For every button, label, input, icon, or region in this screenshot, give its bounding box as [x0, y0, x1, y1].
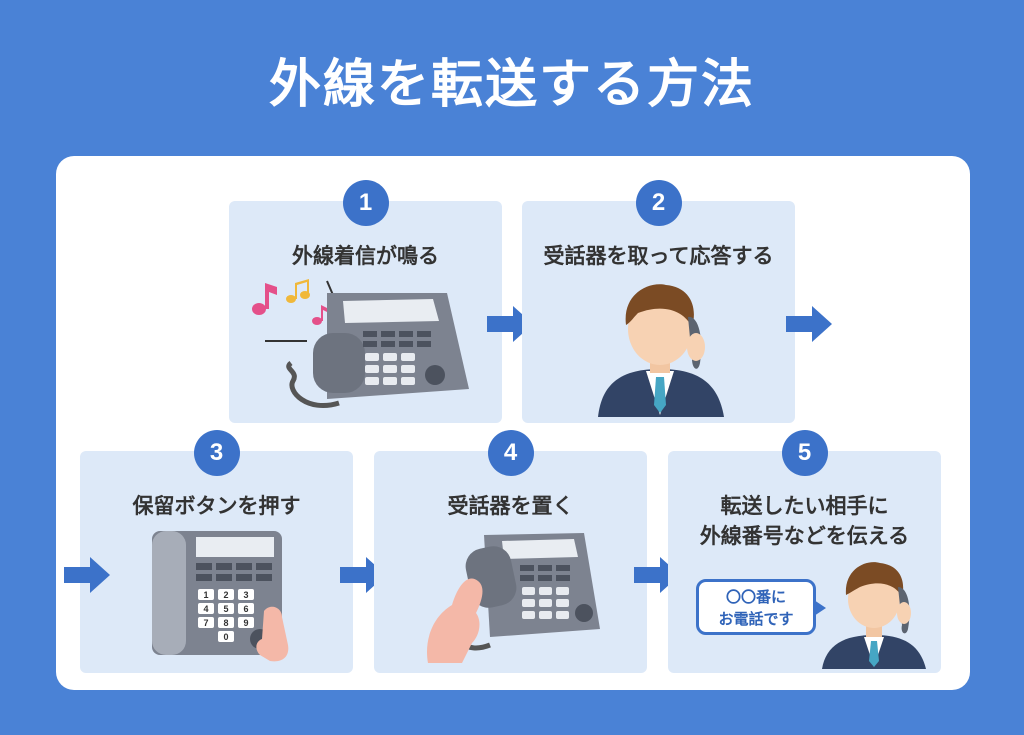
keypad-digit: 1 [203, 590, 208, 600]
step-label: 受話器を取って応答する [543, 244, 774, 268]
keypad-digit: 5 [223, 604, 228, 614]
step-label: 保留ボタンを押す [132, 494, 301, 518]
speech-bubble: 〇〇番に お電話です [696, 579, 826, 635]
step-label-line: 転送したい相手に [720, 494, 889, 518]
step-card-3: 3 保留ボタンを押す 1 2 3 4 5 6 7 8 9 0 [80, 430, 353, 673]
step-label-line: 外線番号などを伝える [699, 524, 910, 548]
step-card-2: 2 受話器を取って応答する [522, 180, 795, 423]
keypad-digit: 2 [223, 590, 228, 600]
desk-phone-icon [286, 293, 469, 408]
hold-button-phone-illustration: 1 2 3 4 5 6 7 8 9 0 [152, 531, 289, 662]
arrow-right-icon [64, 557, 110, 593]
keypad-digit: 4 [203, 604, 208, 614]
arrow-right-icon [487, 306, 533, 342]
finger-icon [256, 606, 289, 662]
page-title: 外線を転送する方法 [268, 55, 755, 115]
hand-icon [427, 578, 483, 663]
keypad-digit: 3 [243, 590, 248, 600]
step-card-1: 1 外線着信が鳴る [229, 180, 502, 423]
step-number-badge: 2 [635, 180, 682, 226]
man-on-phone-illustration [822, 562, 926, 669]
keypad-digit: 7 [203, 618, 208, 628]
step-card-5: 5 転送したい相手に 外線番号などを伝える 〇〇番に お電話です [668, 430, 941, 673]
ringing-phone-illustration [252, 279, 469, 408]
keypad [198, 589, 254, 642]
step-label: 受話器を置く [447, 494, 574, 518]
bubble-text: お電話です [718, 610, 794, 628]
man-on-phone-illustration [598, 284, 724, 417]
step-number-badge: 5 [781, 430, 828, 476]
music-note-icon [252, 283, 277, 315]
hanging-up-illustration [427, 533, 600, 663]
music-note-icon [312, 305, 329, 325]
keypad-digit: 0 [223, 632, 228, 642]
step-card-4: 4 受話器を置く [374, 430, 647, 673]
step-label: 転送したい相手に 外線番号などを伝える [668, 491, 941, 551]
music-note-icon [286, 279, 310, 303]
keypad-digit: 8 [223, 618, 228, 628]
bubble-text: 〇〇番に [725, 588, 786, 606]
step-number-badge: 4 [487, 430, 534, 476]
step-number-badge: 3 [193, 430, 240, 476]
step-label: 外線着信が鳴る [292, 244, 439, 268]
keypad-digit: 6 [243, 604, 248, 614]
keypad-digit: 9 [243, 618, 248, 628]
step-number-badge: 1 [342, 180, 389, 226]
arrow-right-icon [786, 306, 832, 342]
desk-phone-icon [484, 533, 600, 637]
